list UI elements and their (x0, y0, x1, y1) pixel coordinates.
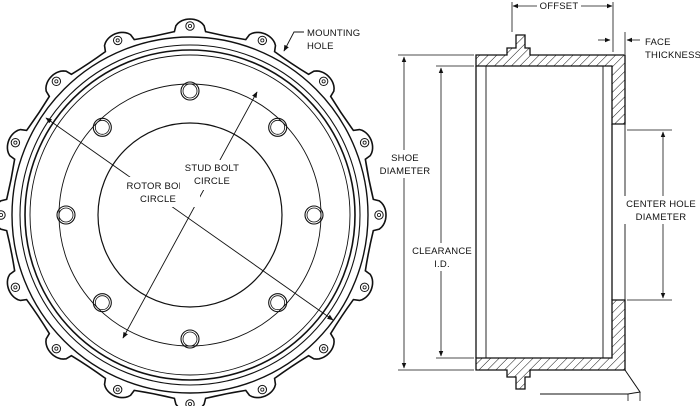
drum-rim-inner-edge (19, 44, 361, 386)
mounting-hole-center (260, 387, 265, 392)
mounting-hole-center (187, 401, 192, 406)
stud-bolt-circle-label-1: STUD BOLT (185, 163, 239, 174)
clearance-id-label-2: I.D. (434, 259, 450, 270)
mounting-hole-center (376, 212, 381, 217)
stud-hole (180, 81, 200, 101)
bottom-flange-tab (540, 369, 641, 395)
stud-hole-inner (94, 119, 110, 135)
mounting-hole (112, 384, 123, 395)
mounting-hole (374, 210, 384, 220)
mounting-hole-center (260, 38, 265, 43)
mounting-hole (112, 35, 123, 46)
stud-hole (180, 329, 200, 349)
shoe-diameter-label-2: DIAMETER (380, 166, 431, 177)
face-thickness-label-1: FACE (645, 37, 671, 48)
scalloped-outer-flange (0, 18, 387, 406)
mounting-hole-center (321, 79, 326, 84)
mounting-hole-center (13, 285, 18, 290)
drum-outer-rim (11, 36, 369, 394)
stud-hole (268, 117, 288, 137)
stud-hole-inner (182, 83, 198, 99)
center-hole-diameter-label-1: CENTER HOLE (626, 199, 696, 210)
mounting-hole (51, 343, 62, 354)
mounting-hole-center (362, 140, 367, 145)
mounting-hole (185, 399, 195, 406)
stud-bolt-circle-label-2: CIRCLE (194, 176, 230, 187)
face-thickness-label-2: THICKNESS (645, 50, 700, 61)
center-hole-diameter-label-2: DIAMETER (636, 212, 687, 223)
drum-section-view (475, 34, 641, 401)
stud-hole (268, 293, 288, 313)
mounting-hole (318, 343, 329, 354)
mounting-hole-center (321, 346, 326, 351)
mounting-hole (318, 76, 329, 87)
mounting-hole-center (54, 79, 59, 84)
stud-hole (92, 293, 112, 313)
offset-label: OFFSET (540, 1, 579, 12)
mounting-hole (359, 282, 370, 293)
mounting-hole-center (115, 38, 120, 43)
mounting-holes-group (0, 21, 384, 406)
stud-hole-inner (94, 295, 110, 311)
mounting-hole (10, 137, 21, 148)
mounting-hole-center (0, 213, 3, 217)
mounting-hole-center (54, 346, 59, 351)
rotor-bolt-circle-line (45, 117, 334, 321)
mounting-hole (359, 137, 370, 148)
mounting-hole-center (115, 387, 120, 392)
drum-inner-step (29, 54, 351, 376)
rotor-bolt-circle-label-1: ROTOR BOLT (127, 181, 190, 192)
drum-top-wall-section (475, 34, 626, 125)
shoe-diameter-label-1: SHOE (391, 153, 419, 164)
mounting-hole-center (187, 23, 192, 28)
clearance-id-label-1: CLEARANCE (412, 246, 472, 257)
mounting-hole (10, 282, 21, 293)
stud-hole (56, 205, 76, 225)
mounting-hole (257, 35, 268, 46)
stud-hole (304, 205, 324, 225)
mounting-hole (0, 210, 6, 220)
mounting-hole-center (362, 285, 367, 290)
stud-hole-inner (58, 207, 74, 223)
stud-bolt-circle-line (122, 91, 258, 339)
stud-hole-inner (182, 331, 198, 347)
stud-hole-inner (306, 207, 322, 223)
mounting-hole-center (13, 140, 18, 145)
drum-braking-surface (24, 49, 356, 381)
mounting-hole-label-1: MOUNTING (307, 28, 360, 39)
drum-front-view (0, 18, 387, 406)
rotor-bolt-circle-label-2: CIRCLE (140, 194, 176, 205)
stud-hole (92, 117, 112, 137)
mounting-hole (51, 76, 62, 87)
mounting-hole-leader (283, 31, 304, 52)
drum-bottom-wall-section (475, 299, 626, 390)
mounting-hole (185, 21, 195, 31)
mounting-hole (257, 384, 268, 395)
mounting-hole-label-2: HOLE (307, 41, 334, 52)
stud-hole-inner (270, 119, 286, 135)
stud-hole-inner (270, 295, 286, 311)
